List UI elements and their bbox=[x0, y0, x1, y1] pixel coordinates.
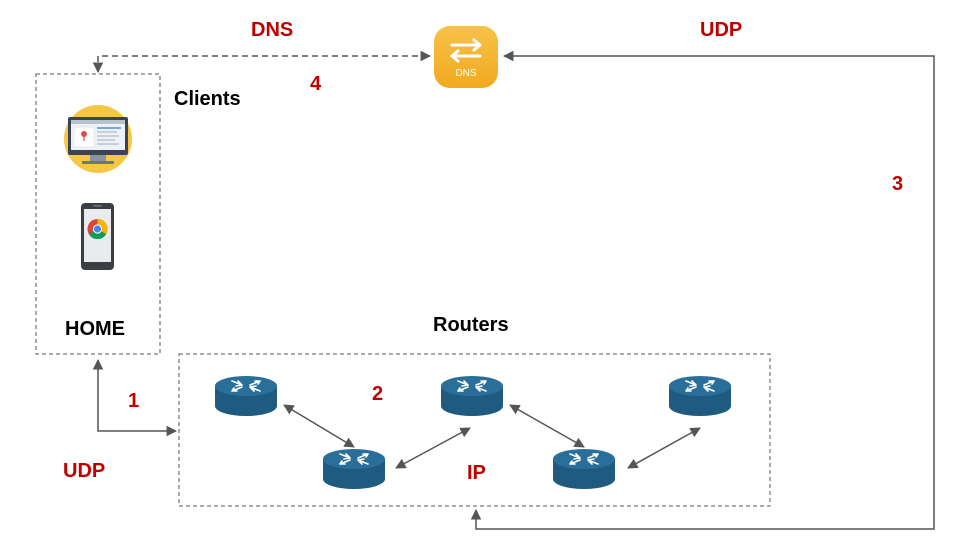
step-1-label: 1 bbox=[128, 390, 140, 412]
router-icon bbox=[215, 376, 277, 416]
step-2-label: 2 bbox=[372, 383, 384, 405]
router-icon bbox=[323, 449, 385, 489]
home-to-routers-udp-arrow bbox=[92, 358, 178, 437]
dns-icon-text: DNS bbox=[455, 68, 476, 79]
desktop-monitor-icon bbox=[64, 105, 132, 173]
ip-to-dns-udp-arrow bbox=[470, 50, 935, 530]
step-3-label: 3 bbox=[892, 173, 904, 195]
dns-exchange-icon: DNS bbox=[434, 26, 498, 88]
router-link bbox=[627, 427, 701, 469]
home-clients-box bbox=[35, 73, 161, 355]
router-link bbox=[509, 404, 585, 448]
dns-label: DNS bbox=[251, 19, 294, 41]
udp-label-bottom: UDP bbox=[63, 460, 106, 482]
home-label: HOME bbox=[65, 318, 125, 340]
smartphone-chrome-icon bbox=[81, 203, 114, 270]
router-icon bbox=[441, 376, 503, 416]
clients-label: Clients bbox=[174, 88, 241, 110]
router-icon bbox=[553, 449, 615, 489]
ip-label: IP bbox=[467, 462, 486, 484]
router-icon bbox=[669, 376, 731, 416]
udp-label-top: UDP bbox=[700, 19, 743, 41]
router-link bbox=[283, 404, 355, 448]
routers-label: Routers bbox=[433, 314, 509, 336]
step-4-label: 4 bbox=[310, 73, 322, 95]
routers bbox=[215, 376, 731, 489]
router-link bbox=[395, 427, 471, 469]
dns-to-clients-arrow bbox=[92, 50, 432, 74]
